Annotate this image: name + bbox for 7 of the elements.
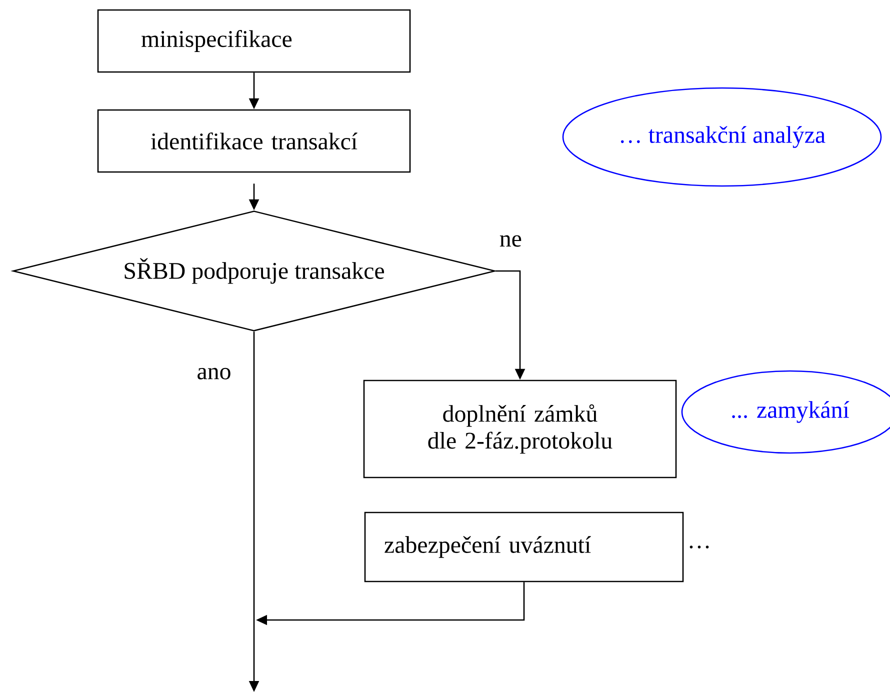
ellipsis-text: …: [690, 546, 709, 548]
edge-label: ano: [196, 366, 232, 380]
process-box: zabezpečení uváznutí: [364, 512, 684, 582]
edge-label: ne: [498, 234, 523, 248]
process-box: identifikace transakcí: [97, 109, 411, 173]
process-box: doplnění zámků dle 2-fáz.protokolu: [363, 380, 677, 478]
process-box: minispecifikace: [97, 9, 411, 73]
